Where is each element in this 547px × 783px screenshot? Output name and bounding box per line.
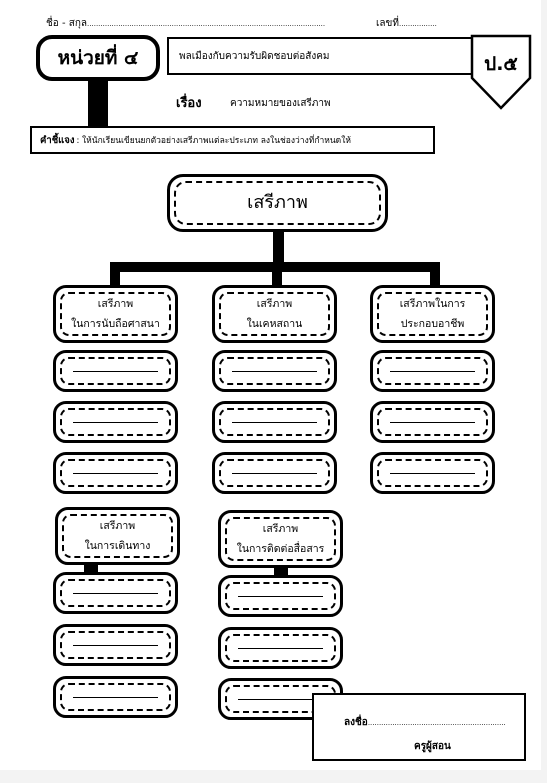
category-occupation: เสรีภาพในการ ประกอบอาชีพ	[370, 285, 495, 343]
number-label: เลขที่	[376, 18, 399, 29]
unit-stem	[88, 80, 108, 126]
root-box-border	[174, 181, 381, 225]
worksheet-page: ชื่อ - สกุล.............................…	[0, 0, 541, 770]
category-line2: ในการเดินทาง	[84, 540, 151, 552]
category-label: เสรีภาพ ในการเดินทาง	[58, 510, 177, 562]
category-box-border	[62, 514, 173, 558]
category-religion: เสรีภาพ ในการนับถือศาสนา	[53, 285, 178, 343]
category-box-border	[377, 292, 488, 336]
category-dwelling: เสรีภาพ ในเคหสถาน	[212, 285, 337, 343]
branch-left	[110, 262, 120, 288]
root-box: เสรีภาพ	[167, 174, 388, 232]
answer-box-dwelling-2[interactable]	[212, 401, 337, 443]
answer-box-religion-3[interactable]	[53, 452, 178, 494]
name-label: ชื่อ - สกุล	[46, 18, 88, 29]
signature-dots: ........................................…	[367, 719, 506, 727]
answer-box-travel-1[interactable]	[53, 572, 178, 614]
answer-box-dwelling-1[interactable]	[212, 350, 337, 392]
answer-box-communication-2[interactable]	[218, 627, 343, 669]
category-line1: เสรีภาพ	[97, 298, 134, 310]
number-field[interactable]: เลขที่.................	[376, 16, 437, 31]
category-line2: ในการติดต่อสื่อสาร	[236, 543, 325, 555]
subject-text: ความหมายของเสรีภาพ	[230, 98, 331, 109]
root-connector	[273, 232, 284, 264]
category-communication: เสรีภาพ ในการติดต่อสื่อสาร	[218, 510, 343, 568]
signature-label: ลงชื่อ	[344, 717, 368, 728]
category-label: เสรีภาพ ในการนับถือศาสนา	[56, 288, 175, 340]
branch-right	[430, 262, 440, 288]
number-dots: .................	[398, 20, 437, 28]
category-line2: ประกอบอาชีพ	[400, 318, 465, 330]
category-line1: เสรีภาพ	[256, 298, 293, 310]
category-label: เสรีภาพ ในการติดต่อสื่อสาร	[221, 513, 340, 565]
category-line1: เสรีภาพ	[99, 520, 136, 532]
category-box-border	[219, 292, 330, 336]
category-label: เสรีภาพในการ ประกอบอาชีพ	[373, 288, 492, 340]
answer-box-occupation-2[interactable]	[370, 401, 495, 443]
category-travel: เสรีภาพ ในการเดินทาง	[55, 507, 180, 565]
answer-box-religion-1[interactable]	[53, 350, 178, 392]
category-box-border	[60, 292, 171, 336]
topic-bar: พลเมืองกับความรับผิดชอบต่อสังคม	[167, 37, 473, 75]
grade-badge: ป.๕	[470, 34, 532, 110]
category-line2: ในเคหสถาน	[246, 318, 303, 330]
answer-box-travel-2[interactable]	[53, 624, 178, 666]
category-line1: เสรีภาพ	[262, 523, 299, 535]
root-label: เสรีภาพ	[247, 192, 308, 213]
answer-box-occupation-3[interactable]	[370, 452, 495, 494]
branch-middle	[272, 262, 282, 288]
topic-text: พลเมืองกับความรับผิดชอบต่อสังคม	[179, 50, 330, 62]
grade-text: ป.๕	[484, 53, 518, 75]
answer-box-travel-3[interactable]	[53, 676, 178, 718]
instruction-label: คำชี้แจง	[40, 134, 75, 146]
signature-line[interactable]: ลงชื่อ..................................…	[344, 715, 506, 730]
answer-box-occupation-1[interactable]	[370, 350, 495, 392]
answer-box-dwelling-3[interactable]	[212, 452, 337, 494]
signature-box: ลงชื่อ..................................…	[312, 693, 526, 761]
answer-box-communication-1[interactable]	[218, 575, 343, 617]
category-line1: เสรีภาพในการ	[399, 298, 466, 310]
category-label: เสรีภาพ ในเคหสถาน	[215, 288, 334, 340]
unit-title: หน่วยที่ ๔	[57, 47, 139, 69]
instruction-box: คำชี้แจง : ให้นักเรียนเขียนยกตัวอย่างเสร…	[30, 126, 435, 154]
name-field[interactable]: ชื่อ - สกุล.............................…	[46, 16, 325, 31]
name-dots: ........................................…	[87, 20, 326, 28]
signature-role: ครูผู้สอน	[414, 741, 451, 752]
unit-badge: หน่วยที่ ๔	[36, 35, 160, 81]
category-box-border	[225, 517, 336, 561]
answer-box-religion-2[interactable]	[53, 401, 178, 443]
instruction-text: : ให้นักเรียนเขียนยกตัวอย่างเสรีภาพแต่ละ…	[76, 136, 351, 146]
category-line2: ในการนับถือศาสนา	[71, 318, 160, 330]
subject-label: เรื่อง	[176, 96, 202, 111]
